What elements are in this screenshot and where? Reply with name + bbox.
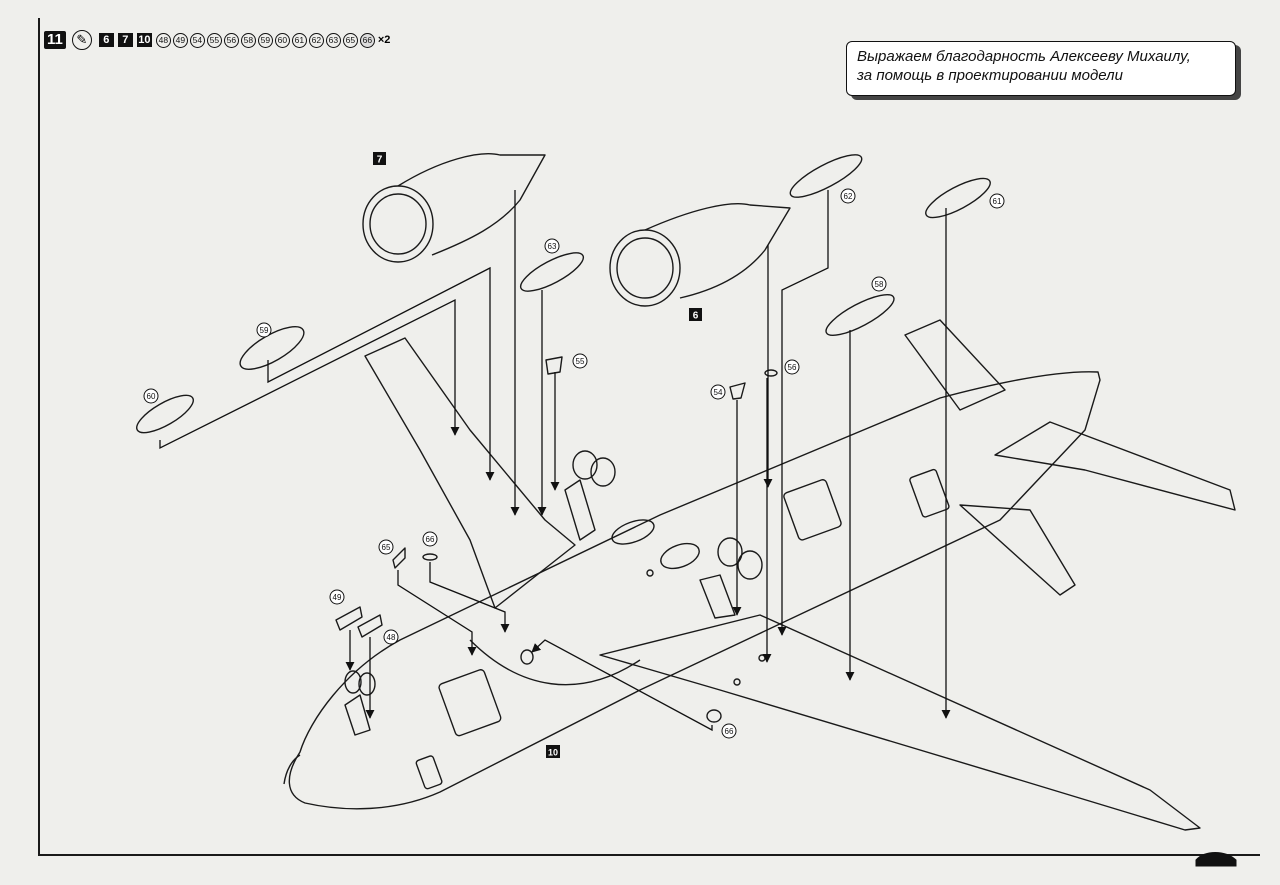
part-ref: 48: [155, 32, 171, 48]
part-ref: 54: [189, 32, 205, 48]
callout-54: 54: [710, 384, 726, 400]
callout-49: 49: [329, 589, 345, 605]
callout-66b: 66: [721, 723, 737, 739]
group-label-6: 6: [689, 308, 702, 322]
part-60-lens: [136, 394, 194, 434]
wing-root-fairing: [469, 639, 641, 686]
note-line-2: за помощь в проектировании модели: [857, 67, 1123, 84]
svg-text:48: 48: [387, 633, 396, 642]
svg-text:56: 56: [788, 363, 797, 372]
svg-text:61: 61: [993, 197, 1002, 206]
part-ref: 66: [359, 32, 375, 48]
nose-detail: [283, 754, 301, 785]
svg-text:58: 58: [875, 280, 884, 289]
callout-labels: 7 6 10 60 59 63 62 61 58 55 54 56 65 66 …: [143, 152, 1005, 758]
callout-59: 59: [256, 322, 272, 338]
svg-text:66: 66: [426, 535, 435, 544]
part-ref: 56: [223, 32, 239, 48]
cockpit-window: [438, 669, 502, 737]
part-62-lens: [789, 154, 863, 198]
svg-text:10: 10: [548, 748, 558, 758]
socket: [758, 654, 766, 662]
socket: [733, 678, 741, 686]
group-ref: 6: [98, 33, 114, 47]
part-48: [357, 614, 383, 638]
callout-58: 58: [871, 276, 887, 292]
part-ref: 65: [342, 32, 358, 48]
part-ref: 62: [308, 32, 324, 48]
callout-65: 65: [378, 539, 394, 555]
part-66-antenna: [706, 709, 722, 723]
cabin-door: [783, 479, 842, 541]
callout-56: 56: [784, 359, 800, 375]
part-ref: 61: [291, 32, 307, 48]
quantity-multiplier: ×2: [377, 34, 391, 46]
svg-text:62: 62: [844, 192, 853, 201]
horizontal-tail-outline: [994, 421, 1236, 511]
instruction-sheet-frame: [38, 18, 1260, 856]
group-ref: 7: [117, 33, 133, 47]
antenna-socket: [520, 649, 534, 665]
nose-gear: [344, 670, 376, 736]
part-66: [422, 553, 438, 561]
part-58-lens: [825, 293, 895, 337]
part-49: [335, 606, 363, 631]
part-61-lens: [925, 177, 991, 219]
manufacturer-logo-icon: [1195, 852, 1237, 867]
svg-text:49: 49: [333, 593, 342, 602]
step-header: 11 ✎ 6 7 10 48 49 54 55 56 58 59 60 61 6…: [44, 29, 390, 51]
svg-text:59: 59: [260, 326, 269, 335]
svg-text:60: 60: [147, 392, 156, 401]
callout-66: 66: [422, 531, 438, 547]
svg-text:6: 6: [693, 311, 699, 322]
part-63-lens: [519, 252, 585, 292]
lower-tail-outline: [959, 504, 1076, 596]
part-ref: 63: [325, 32, 341, 48]
part-55: [545, 356, 563, 375]
group-label-7: 7: [373, 152, 386, 166]
callout-62: 62: [840, 188, 856, 204]
part-65: [392, 547, 406, 569]
left-main-gear: [564, 450, 616, 541]
assembly-arrows: [159, 190, 951, 732]
svg-text:54: 54: [714, 388, 723, 397]
note-line-1: Выражаем благодарность Алексееву Михаилу…: [857, 48, 1191, 65]
part-ref: 55: [206, 32, 222, 48]
part-54: [729, 382, 746, 400]
svg-text:66: 66: [725, 727, 734, 736]
part-ref: 59: [257, 32, 273, 48]
right-main-gear: [699, 537, 763, 619]
callout-48: 48: [383, 629, 399, 645]
callout-61: 61: [989, 193, 1005, 209]
right-wing-outline: [599, 614, 1201, 831]
wheel-well: [611, 519, 655, 545]
front-door: [415, 755, 443, 790]
socket: [646, 569, 654, 577]
engine-right-6: [609, 203, 791, 307]
svg-text:63: 63: [548, 242, 557, 251]
svg-text:55: 55: [576, 357, 585, 366]
cabin-door: [909, 468, 950, 518]
part-ref: 58: [240, 32, 256, 48]
group-ref: 10: [136, 33, 152, 47]
part-ref: 60: [274, 32, 290, 48]
callout-55: 55: [572, 353, 588, 369]
part-ref: 49: [172, 32, 188, 48]
part-59-lens: [239, 326, 305, 370]
callout-60: 60: [143, 388, 159, 404]
step-number: 11: [44, 31, 66, 49]
vertical-tail-outline: [904, 319, 1006, 411]
glue-tube-icon: ✎: [71, 30, 92, 50]
engine-left-7: [362, 153, 546, 263]
svg-text:7: 7: [377, 155, 383, 166]
group-label-10: 10: [546, 745, 560, 758]
svg-text:65: 65: [382, 543, 391, 552]
acknowledgement-note: Выражаем благодарность Алексееву Михаилу…: [846, 41, 1236, 96]
part-56: [764, 369, 778, 377]
callout-63: 63: [544, 238, 560, 254]
fuselage-outline: [288, 371, 1101, 810]
left-wing-outline: [364, 337, 576, 609]
wheel-well: [660, 542, 700, 570]
